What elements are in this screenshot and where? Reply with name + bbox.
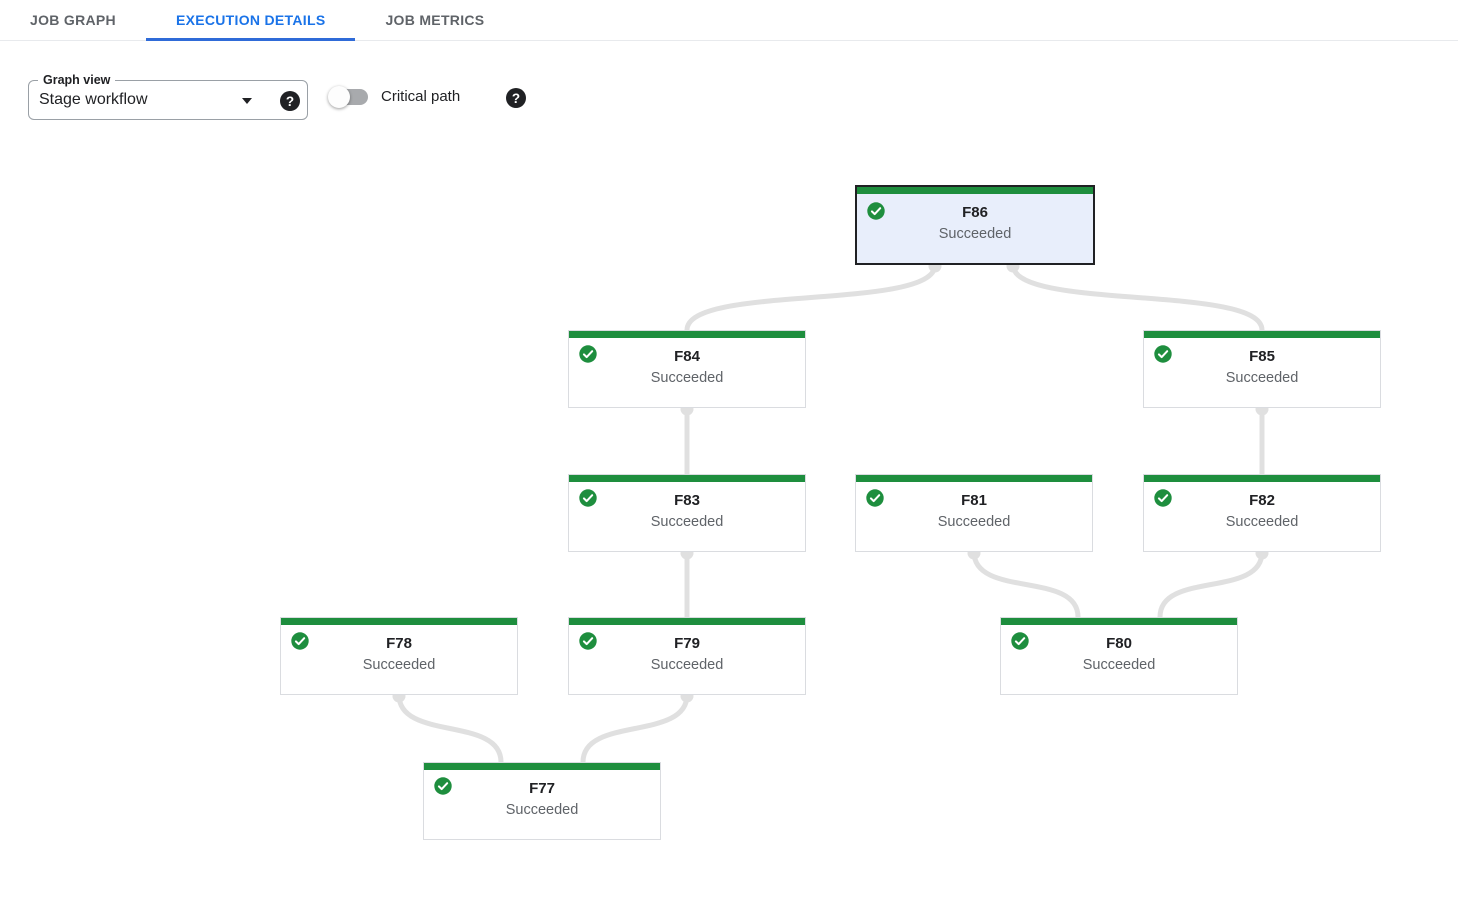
success-check-icon [291,632,309,650]
stage-status: Succeeded [362,657,436,673]
critical-path-label: Critical path [381,87,461,105]
success-check-icon [1154,489,1172,507]
stage-status-bar [569,618,805,625]
stage-name: F82 [1249,492,1275,509]
stage-status-bar [424,763,660,770]
stage-name: F79 [674,635,700,652]
success-check-icon [434,777,452,795]
stage-status: Succeeded [1225,514,1299,530]
edge-F78-F77 [396,694,504,763]
tab-job-graph[interactable]: JOB GRAPH [30,12,116,28]
stage-status-bar [856,475,1092,482]
success-check-icon [579,489,597,507]
critical-path-help-icon[interactable]: ? [506,88,526,108]
success-check-icon [1154,345,1172,363]
stage-status-bar [281,618,517,625]
stage-name: F85 [1249,348,1275,365]
stage-name: F83 [674,492,700,509]
stage-status: Succeeded [1082,657,1156,673]
critical-path-control: Critical path [328,85,461,108]
stage-status-bar [569,475,805,482]
stage-name: F81 [961,492,987,509]
success-check-icon [579,632,597,650]
success-check-icon [1011,632,1029,650]
stage-status: Succeeded [938,226,1012,242]
graph-view-help-icon[interactable]: ? [280,91,300,111]
job-tabs: JOB GRAPH EXECUTION DETAILS JOB METRICS [0,0,1458,41]
stage-status: Succeeded [937,514,1011,530]
toggle-knob-icon [328,86,350,108]
tab-job-metrics[interactable]: JOB METRICS [385,12,485,28]
stage-status: Succeeded [1225,370,1299,386]
stage-status-bar [569,331,805,338]
edge-F82-F80 [1157,551,1265,618]
edge-F79-F77 [580,694,690,763]
graph-view-value: Stage workflow [39,91,148,108]
edge-F81-F80 [971,551,1081,618]
stage-name: F78 [386,635,412,652]
stage-status-bar [857,187,1093,194]
stage-name: F80 [1106,635,1132,652]
stage-status: Succeeded [505,802,579,818]
stage-name: F77 [529,780,555,797]
stage-status-bar [1144,475,1380,482]
graph-view-select[interactable]: Graph view Stage workflow ? [28,72,308,120]
edge-F86-F84 [684,264,938,331]
tab-execution-details[interactable]: EXECUTION DETAILS [145,0,356,41]
critical-path-toggle[interactable] [328,86,368,108]
success-check-icon [867,202,885,220]
stage-name: F86 [962,204,988,221]
stage-name: F84 [674,348,700,365]
edge-F86-F85 [1010,264,1265,331]
success-check-icon [866,489,884,507]
success-check-icon [579,345,597,363]
stage-status: Succeeded [650,657,724,673]
stage-status-bar [1144,331,1380,338]
stage-status: Succeeded [650,514,724,530]
graph-view-label: Graph view [38,72,116,88]
chevron-down-icon [242,98,252,104]
stage-status-bar [1001,618,1237,625]
stage-status: Succeeded [650,370,724,386]
